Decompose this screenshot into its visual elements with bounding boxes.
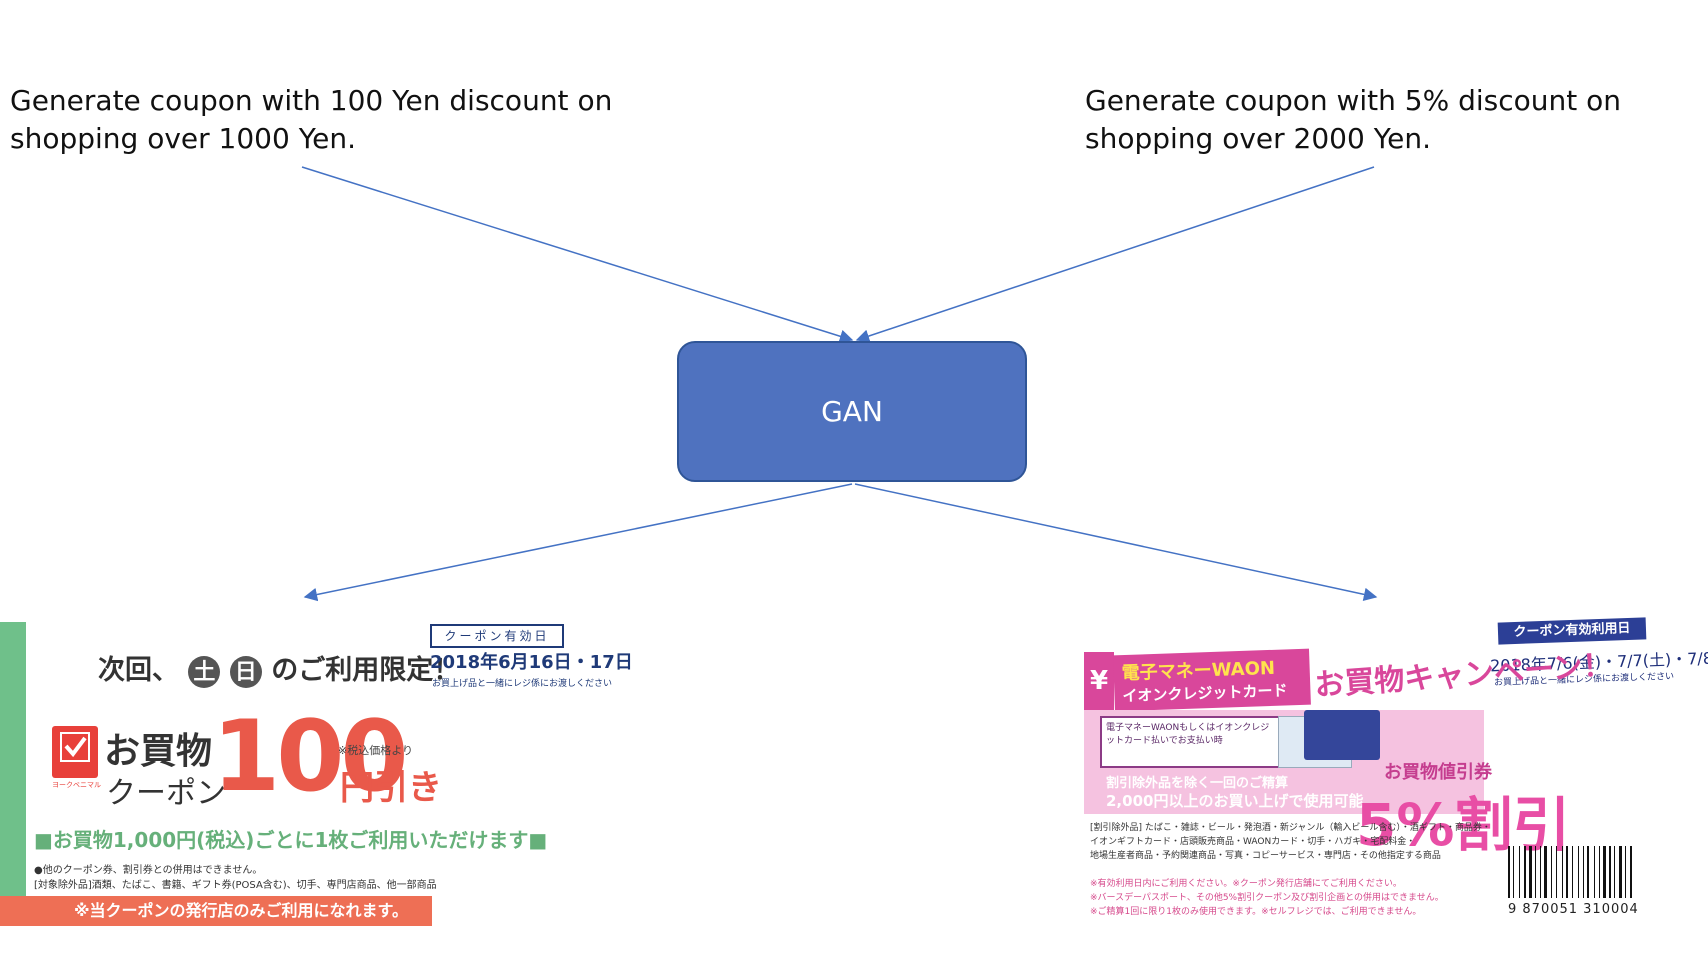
- arrow-prompt-left-to-gan: [301, 166, 854, 343]
- prompt-left-text: Generate coupon with 100 Yen discount on…: [10, 84, 613, 155]
- coupon-right-validity-badge: クーポン有効利用日: [1497, 617, 1647, 645]
- coupon-right-panel-note: 割引除外品を除く一回のご精算: [1106, 776, 1289, 791]
- barcode-bar: [1556, 846, 1557, 898]
- barcode-bar: [1535, 846, 1536, 898]
- barcode-bar: [1609, 846, 1611, 898]
- headline-suffix: のご利用限定！: [271, 655, 461, 686]
- coupon-right-pink-panel: 電子マネーWAONもしくはイオンクレジットカード払いでお支払い時 割引除外品を除…: [1084, 710, 1570, 859]
- coupon-right-brand-box: 電子マネーWAON イオンクレジットカード: [1113, 648, 1311, 712]
- credit-card-icon: [1304, 710, 1380, 760]
- coupon-right-fine-print-1: ※有効利用日内にご利用ください。※クーポン発行店舗にてご利用ください。: [1090, 879, 1402, 889]
- coupon-right-discount: 5%割引: [1356, 791, 1571, 859]
- barcode-bar: [1625, 846, 1626, 898]
- store-logo: [52, 726, 98, 778]
- arrow-gan-to-coupon-left: [303, 483, 853, 602]
- barcode-bar: [1594, 846, 1595, 898]
- barcode-bar: [1540, 846, 1541, 898]
- coupon-left-headline: 次回、 土 日 のご利用限定！: [98, 648, 460, 688]
- coupon-left-validity-label: クーポン有効日: [430, 624, 564, 648]
- coupon-left-tax-note: ※税込価格より: [338, 744, 413, 757]
- coupon-right-minimum: 2,000円以上のお買い上げで使用可能: [1106, 792, 1364, 810]
- arrow-gan-to-coupon-right: [854, 483, 1378, 602]
- prompt-right-text: Generate coupon with 5% discount on shop…: [1085, 84, 1622, 155]
- barcode-bar: [1587, 846, 1589, 898]
- day-sunday-circle: 日: [229, 655, 262, 688]
- barcode-bar: [1619, 846, 1622, 898]
- coupon-right-fine-print-3: ※ご精算1回に限り1枚のみ使用できます。※セルフレジでは、ご利用できません。: [1090, 907, 1422, 917]
- barcode-bar: [1562, 846, 1563, 898]
- barcode-bar: [1544, 846, 1547, 898]
- coupon-right-campaign-title: お買物キャンペーン！: [1313, 647, 1614, 704]
- coupon-left-yen-off: 円引き: [340, 768, 442, 808]
- coupon-image-right: クーポン有効利用日 2018年7/6(金)・7/7(土)・7/8(日) お買上げ…: [1070, 610, 1708, 940]
- barcode-bar: [1603, 846, 1606, 898]
- coupon-right-fine-print-2: ※バースデーパスポート、その他5%割引クーポン及び割引企画との併用はできません。: [1090, 893, 1444, 903]
- gan-label: GAN: [821, 395, 883, 428]
- coupon-left-title-line2: クーポン: [106, 776, 226, 811]
- coupon-left-amount: 100: [212, 700, 409, 814]
- coupon-left-validity-date: 2018年6月16日・17日: [430, 652, 633, 673]
- coupon-left-note-1: ●他のクーポン券、割引券との併用はできません。: [34, 865, 263, 876]
- coupon-right-discount-label: お買物値引券: [1384, 762, 1492, 783]
- coupon-left-title-line1: お買物: [104, 731, 213, 772]
- barcode-bar: [1529, 846, 1532, 898]
- barcode-bar: [1599, 846, 1600, 898]
- coupon-left-footer: ※当クーポンの発行店のみご利用になれます。: [0, 896, 432, 926]
- barcode-bar: [1508, 846, 1510, 898]
- coupon-left-note-2: [対象除外品]酒類、たばこ、書籍、ギフト券(POSA含む)、切手、専門店商品、他…: [34, 880, 437, 891]
- barcode-bar: [1614, 846, 1615, 898]
- barcode-icon: [1508, 846, 1632, 898]
- barcode-bar: [1513, 846, 1514, 898]
- checkmark-icon: [60, 732, 90, 762]
- headline-prefix: 次回、: [98, 655, 179, 686]
- barcode-bar: [1583, 846, 1584, 898]
- barcode-bar: [1519, 846, 1520, 898]
- coupon-left-usage-rule: ■お買物1,000円(税込)ごとに1枚ご利用いただけます■: [34, 828, 548, 852]
- yen-icon: ¥: [1084, 652, 1114, 710]
- barcode-bar: [1566, 846, 1568, 898]
- gan-node: GAN: [677, 341, 1027, 482]
- coupon-right-brand-line2: イオンクレジットカード: [1122, 681, 1288, 706]
- barcode-bar: [1572, 846, 1573, 898]
- coupon-image-left: 次回、 土 日 のご利用限定！ クーポン有効日 2018年6月16日・17日 お…: [0, 618, 633, 930]
- barcode-bar: [1524, 846, 1526, 898]
- payment-description: 電子マネーWAONもしくはイオンクレジットカード払いでお支払い時: [1106, 723, 1270, 746]
- payment-description-box: 電子マネーWAONもしくはイオンクレジットカード払いでお支払い時: [1100, 716, 1280, 768]
- coupon-right-exclusions-2: イオンギフトカード・店頭販売商品・WAONカード・切手・ハガキ・宅配料金・: [1090, 837, 1416, 847]
- arrow-prompt-right-to-gan: [855, 166, 1375, 343]
- barcode-number: 9 870051 310004: [1508, 902, 1639, 917]
- coupon-right-exclusions-3: 地場生産者商品・予約関連商品・写真・コピーサービス・専門店・その他指定する商品: [1090, 851, 1441, 861]
- coupon-left-validity-note: お買上げ品と一緒にレジ係にお渡しください: [432, 679, 613, 689]
- barcode-bar: [1551, 846, 1552, 898]
- coupon-right-exclusions-1: [割引除外品] たばこ・雑誌・ビール・発泡酒・新ジャンル（輸入ビール含む）・酒ギ…: [1090, 823, 1491, 833]
- day-saturday-circle: 土: [188, 655, 221, 688]
- barcode-bar: [1578, 846, 1579, 898]
- coupon-left-green-strip: [0, 622, 26, 914]
- barcode-bar: [1630, 846, 1632, 898]
- store-logo-text: ヨークベニマル: [52, 781, 101, 789]
